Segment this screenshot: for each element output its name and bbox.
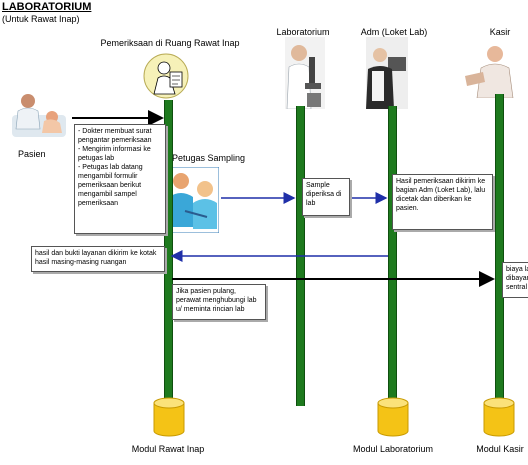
note-kotak-hasil: hasil dan bukti layanan dikirim ke kotak… [31,246,165,272]
note-dokter-line-2: - Mengirim informasi ke petugas lab [78,146,151,162]
note-dokter-line-1: - Dokter membuat surat pengantar pemerik… [78,128,152,144]
module-label-rawat-inap: Modul Rawat Inap [131,444,205,454]
note-biaya-text: biaya la dibayar sentral [506,266,528,291]
lane-label-kasir: Kasir [489,27,511,37]
note-dokter: - Dokter membuat surat pengantar pemerik… [74,124,166,234]
database-icon-kasir [483,397,515,437]
database-icon-rawat-inap [153,397,185,437]
lifeline-kasir [495,94,504,400]
page-subtitle: (Untuk Rawat Inap) [2,14,80,24]
note-hasil-text: Hasil pemeriksaan dikirim ke bagian Adm … [396,178,486,212]
module-label-kasir: Modul Kasir [476,444,524,454]
note-sample: Sample diperiksa di lab [302,178,350,216]
pasien-photo-icon [8,87,68,142]
admin-clerk-icon [366,37,408,109]
note-hasil: Hasil pemeriksaan dikirim ke bagian Adm … [392,174,493,230]
actor-label-petugas-sampling: Petugas Sampling [172,153,246,163]
module-label-laboratorium: Modul Laboratorium [352,444,434,454]
doctor-clipboard-icon [143,53,189,99]
lifeline-adm [388,106,397,406]
petugas-sampling-icon [167,167,219,233]
note-kotak-hasil-text: hasil dan bukti layanan dikirim ke kotak… [35,250,157,266]
cashier-icon [461,42,525,98]
note-pasien-pulang: Jika pasien pulang, perawat menghubungi … [172,284,266,320]
page-title: LABORATORIUM [2,1,92,13]
lane-label-adm: Adm (Loket Lab) [360,27,428,37]
note-dokter-line-3: - Petugas lab datang mengambil formulir … [78,164,143,207]
database-icon-laboratorium [377,397,409,437]
actor-label-pasien: Pasien [18,149,46,159]
note-pasien-pulang-text: Jika pasien pulang, perawat menghubungi … [176,288,257,313]
note-biaya: biaya la dibayar sentral [502,262,528,298]
note-sample-text: Sample diperiksa di lab [306,182,342,207]
lane-label-laboratorium: Laboratorium [276,27,330,37]
lab-scientist-icon [285,37,325,109]
lane-label-pemeriksaan: Pemeriksaan di Ruang Rawat Inap [100,38,240,48]
